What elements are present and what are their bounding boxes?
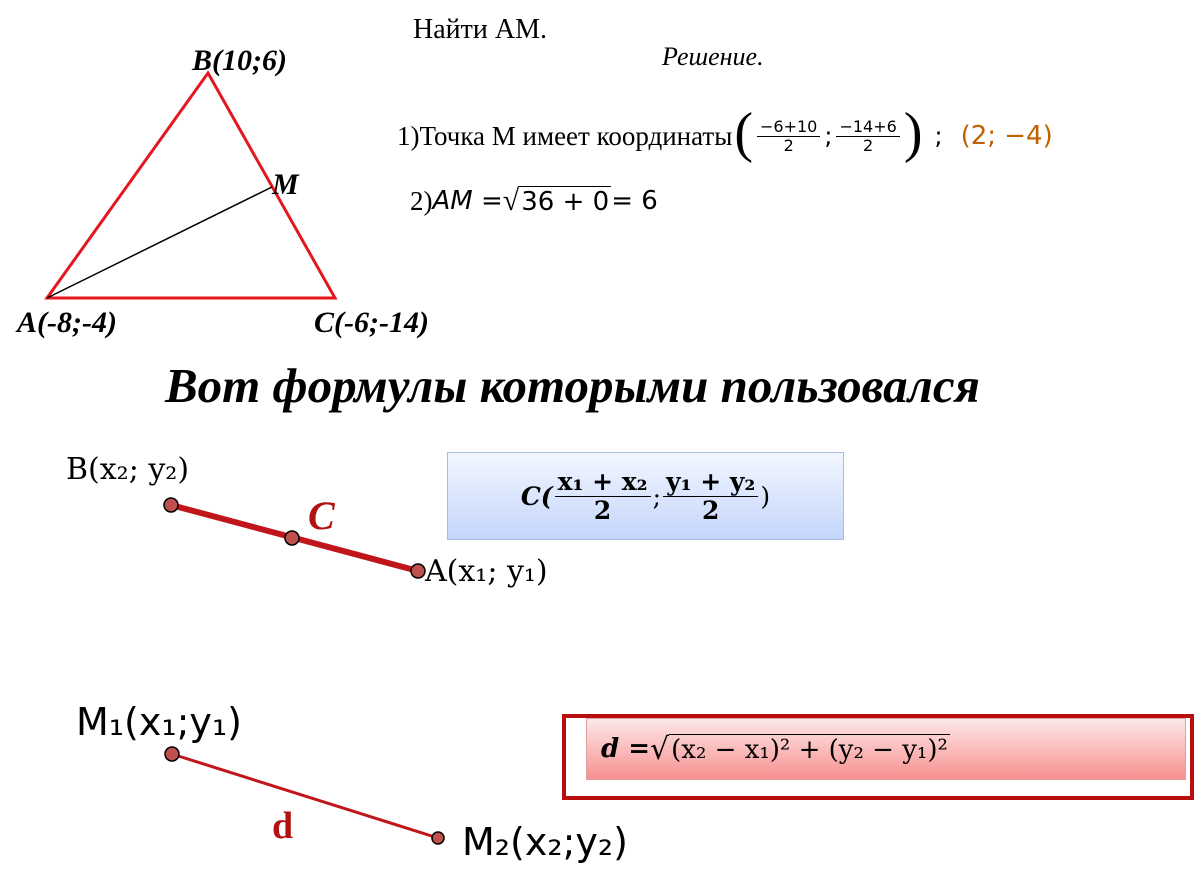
formula-x-numerator: x₁ + x₂ (554, 468, 651, 497)
distance-sqrt-symbol: √ (650, 731, 670, 767)
midpoint-formula-box: C( x₁ + x₂ 2 ; y₁ + y₂ 2 ) (447, 452, 844, 540)
midpoint-b-label: B(x₂; y₂) (66, 452, 190, 487)
step2-rhs: = 6 (611, 186, 658, 216)
distance-formula-frame (562, 714, 1194, 800)
step2-prefix: 2) (410, 185, 433, 216)
point-c (284, 530, 300, 546)
x-denominator: 2 (783, 135, 794, 155)
solution-title: Решение. (662, 42, 764, 71)
vertex-a-label: A(-8;-4) (17, 306, 117, 339)
point-m1 (164, 746, 180, 762)
midpoint-c-label: C (308, 493, 335, 538)
open-paren: ( (734, 102, 753, 164)
vertex-c-label: C(-6;-14) (314, 306, 429, 339)
point-m2 (431, 831, 445, 845)
point-m1-label: M₁(x₁;y₁) (76, 700, 242, 744)
formula-y-denominator: 2 (702, 495, 720, 525)
step2-radicand: 36 + 0 (519, 185, 612, 217)
median-am (46, 186, 273, 299)
y-numerator: −14+6 (836, 118, 900, 137)
formula-x-fraction: x₁ + x₂ 2 (554, 468, 651, 525)
y-denominator: 2 (863, 135, 874, 155)
formula-suffix: ) (760, 481, 771, 511)
formula-y-numerator: y₁ + y₂ (663, 468, 759, 497)
formula-x-denominator: 2 (593, 495, 612, 525)
step2-lhs: AM = (432, 186, 503, 216)
triangle-abc (44, 70, 338, 300)
x-fraction: −6+10 2 (757, 118, 821, 155)
distance-formula-lhs: d = (601, 734, 651, 764)
point-a (410, 563, 426, 579)
close-paren: ) (903, 102, 923, 164)
step1-text: 1)Точка М имеет координаты (397, 120, 733, 151)
step1-answer: (2; −4) (960, 121, 1053, 151)
coord-separator: ; (824, 122, 833, 150)
point-b (163, 497, 179, 513)
vertex-b-label: B(10;6) (192, 44, 287, 77)
distance-formula-radicand: (x₂ − x₁)² + (y₂ − y₁)² (669, 733, 950, 765)
formula-prefix: C( (520, 481, 553, 511)
formulas-heading: Вот формулы которыми пользовался (165, 358, 980, 413)
segment-m1m2 (171, 752, 439, 840)
solution-step-1: 1)Точка М имеет координаты ( −6+10 2 ; −… (397, 102, 1053, 164)
sqrt-symbol: √ (502, 184, 520, 217)
point-m-label: M (272, 168, 299, 201)
step1-semicolon: ; (934, 122, 943, 150)
formula-separator: ; (652, 481, 662, 511)
point-m2-label: M₂(x₂;y₂) (462, 820, 628, 864)
distance-formula-box: d = √ (x₂ − x₁)² + (y₂ − y₁)² (586, 718, 1186, 780)
x-numerator: −6+10 (757, 118, 821, 137)
solution-step-2: 2) AM = √ 36 + 0 = 6 (410, 184, 658, 218)
formula-y-fraction: y₁ + y₂ 2 (663, 468, 759, 525)
y-fraction: −14+6 2 (836, 118, 900, 155)
midpoint-a-label: A(x₁; y₁) (425, 554, 548, 589)
distance-d-label: d (272, 805, 294, 847)
task-text: Найти АМ. (413, 14, 547, 45)
